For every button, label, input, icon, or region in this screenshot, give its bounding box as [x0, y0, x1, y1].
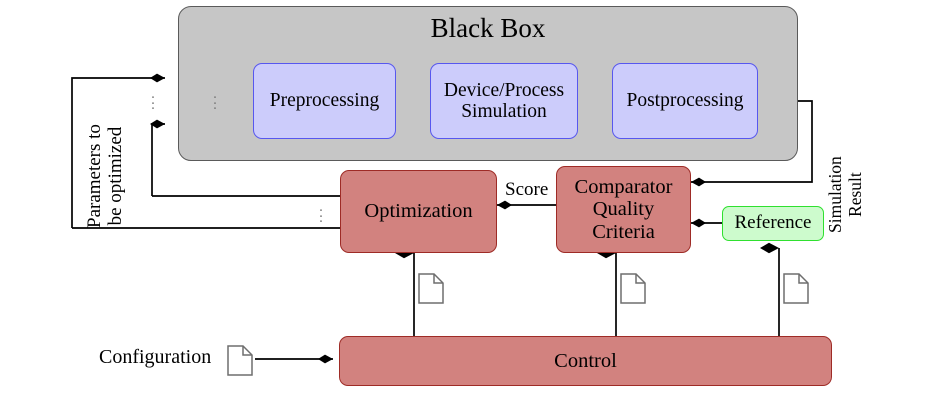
doc-reference-icon [783, 273, 809, 304]
block-reference[interactable]: Reference [722, 206, 824, 241]
block-preprocessing[interactable]: Preprocessing [253, 63, 396, 139]
doc-comparator-icon [620, 273, 646, 304]
block-control-label: Control [554, 349, 617, 372]
edge-parameters-inner [150, 119, 165, 196]
block-device-process-simulation[interactable]: Device/Process Simulation [430, 63, 578, 139]
label-simulation-result-line1: Simulation [825, 156, 845, 233]
label-simulation-result: Simulation Result [825, 156, 865, 233]
edge-parameters-outer [71, 73, 165, 228]
label-configuration-text: Configuration [99, 346, 212, 368]
block-comparator-label-line1: Comparator [574, 176, 673, 199]
block-optimization-label: Optimization [364, 200, 473, 223]
block-comparator[interactable]: Comparator Quality Criteria [556, 166, 691, 253]
label-parameters-line1: Parameters to [84, 124, 105, 228]
block-optimization[interactable]: Optimization [340, 170, 497, 253]
ellipsis-optimization-out: ... [319, 199, 323, 226]
label-score: Score [505, 179, 548, 201]
label-parameters-line2: be optimized [105, 126, 127, 226]
black-box-title: Black Box [430, 13, 546, 43]
block-control[interactable]: Control [339, 336, 832, 386]
label-score-text: Score [505, 179, 549, 200]
doc-optimization-icon [418, 273, 444, 304]
block-preprocessing-label: Preprocessing [269, 90, 380, 112]
ellipsis-input-outer: ... [151, 86, 155, 113]
block-simulation-label-line2: Simulation [461, 101, 547, 122]
ellipsis-input-inner: ... [213, 86, 217, 113]
label-simulation-result-line2: Result [844, 172, 865, 217]
block-reference-label: Reference [734, 212, 812, 234]
label-parameters-to-be-optimized: Parameters to be optimized [84, 124, 127, 228]
block-postprocessing-label: Postprocessing [626, 90, 744, 112]
doc-configuration-icon [227, 345, 253, 376]
block-comparator-label-line2: Quality [592, 198, 655, 221]
block-simulation-label-line1: Device/Process [443, 79, 565, 101]
block-comparator-label-line3: Criteria [592, 220, 655, 243]
label-configuration: Configuration [99, 346, 211, 369]
block-postprocessing[interactable]: Postprocessing [612, 63, 758, 139]
